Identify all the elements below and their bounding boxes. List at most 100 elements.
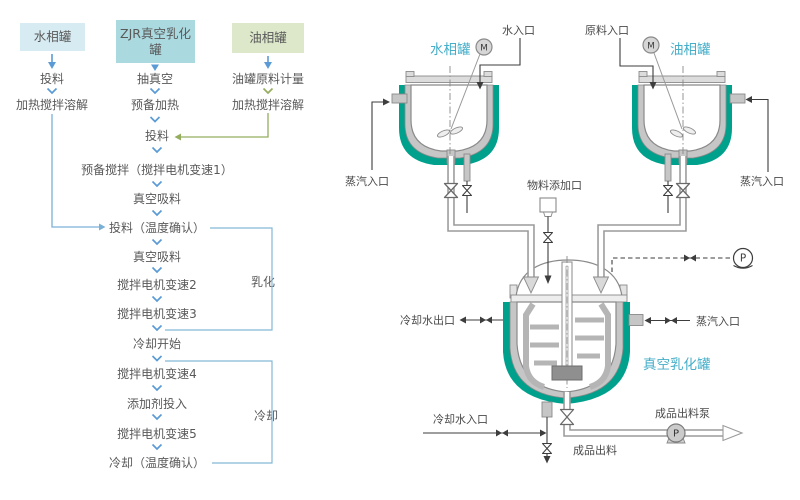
pipe-arrow-icon — [722, 424, 744, 442]
flow-step-main-1: 预备搅拌（搅拌电机变速1） — [81, 163, 233, 177]
down-arrow-icon — [48, 62, 56, 69]
header-box-zjr-emulsifier: ZJR真空乳化罐 — [116, 20, 195, 63]
motor-letter: M — [647, 42, 655, 52]
vacuum-pump-letter: P — [740, 253, 746, 265]
flow-step-main-7: 冷却开始 — [132, 337, 182, 351]
propeller-icon — [670, 126, 696, 138]
header-box-water-tank: 水相罐 — [20, 23, 85, 51]
flow-step-main-0: 投料 — [144, 129, 170, 143]
emulsifier-steam-label: 蒸汽入口 — [696, 314, 740, 328]
flow-step-water-heat-dissolve: 加热搅拌溶解 — [15, 98, 89, 112]
right-arrow-icon — [99, 223, 106, 231]
pipe-arrow-icon — [522, 276, 540, 295]
material-addition-port: 物料添加口 — [527, 178, 582, 284]
pump-letter: P — [673, 429, 679, 440]
flow-step-oil-metering: 油罐原料计量 — [231, 72, 305, 86]
flow-step-water-feed: 投料 — [39, 72, 65, 86]
valve-icon — [559, 408, 575, 426]
motor-icon — [475, 38, 493, 56]
pid-diagram: M 水相罐 水入口 蒸汽入口 M 油相罐 — [345, 23, 784, 464]
valve-icon — [671, 317, 677, 324]
valve-icon — [675, 182, 691, 199]
steam-inlet-label-left: 蒸汽入口 — [345, 174, 389, 188]
pipe-arrow-icon — [592, 276, 610, 295]
flow-step-main-6: 搅拌电机变速3 — [117, 307, 197, 321]
water-tank-label: 水相罐 — [430, 42, 471, 58]
stage-label-emulsify: 乳化 — [251, 275, 276, 289]
valve-icon — [665, 317, 671, 324]
vacuum-pump-base — [733, 265, 753, 269]
water-inlet-label: 水入口 — [502, 24, 535, 37]
hopper-icon — [539, 197, 557, 213]
agitator-shaft — [653, 52, 683, 130]
steam-nozzle — [628, 314, 644, 326]
agitator-shaft — [450, 53, 481, 130]
flow-step-main-4: 真空吸料 — [132, 250, 182, 264]
valve-icon — [496, 429, 502, 437]
flow-step-main-5: 搅拌电机变速2 — [117, 278, 197, 292]
homogenizer-icon — [551, 365, 583, 381]
motor-icon — [642, 36, 660, 54]
cooling-water-in: 冷却水入口 — [423, 413, 552, 464]
emulsifier-label: 真空乳化罐 — [643, 357, 711, 373]
oil-feed-connector — [181, 113, 269, 138]
header-box-oil-tank: 油相罐 — [232, 23, 304, 53]
cooling-in-label: 冷却水入口 — [433, 413, 488, 426]
chevron-down-icon-green — [262, 87, 274, 95]
transfer-pipes — [443, 156, 691, 295]
water-inlet-line — [479, 38, 521, 82]
flow-step-main-9: 添加剂投入 — [126, 397, 188, 411]
product-pump-label: 成品出料泵 — [655, 406, 710, 420]
flow-step-vacuumize: 抽真空 — [136, 72, 174, 86]
valve-icon — [690, 254, 696, 262]
product-discharge: P 成品出料泵 成品出料 — [559, 392, 744, 457]
material-inlet-line — [619, 38, 654, 82]
right-arrow-icon — [540, 429, 547, 437]
pump-icon — [666, 423, 686, 443]
water-tank: M 水相罐 水入口 蒸汽入口 — [345, 24, 535, 188]
left-arrow-icon — [644, 317, 651, 324]
motor-letter: M — [480, 44, 488, 54]
vacuum-line: P — [611, 247, 754, 272]
left-arrow-icon — [459, 316, 466, 324]
flow-step-main-10: 搅拌电机变速5 — [117, 427, 197, 441]
valve-icon — [684, 254, 690, 262]
cooling-stub — [541, 401, 553, 418]
steam-line-right — [752, 98, 769, 172]
water-tank-drain-stub — [463, 153, 471, 182]
water-tank-steam-nozzle — [391, 93, 408, 104]
stage-label-cool: 冷却 — [254, 409, 279, 423]
frame-agitator-icon — [523, 302, 611, 390]
steam-line-left — [371, 101, 383, 170]
down-arrow-icon — [264, 62, 272, 69]
valve-icon — [502, 429, 508, 437]
valve-icon — [486, 316, 492, 324]
flow-step-main-8: 搅拌电机变速4 — [117, 367, 197, 381]
down-arrow-icon — [649, 82, 657, 90]
emulsifier-steam-in: 蒸汽入口 — [644, 314, 740, 328]
hopper-neck — [542, 211, 554, 217]
left-arrow-icon — [745, 96, 752, 103]
oil-tank-steam-nozzle — [729, 93, 746, 104]
down-arrow-icon — [476, 82, 484, 90]
oil-tank-label: 油相罐 — [670, 42, 711, 58]
right-arrow-icon — [383, 98, 390, 106]
valve-icon — [443, 182, 459, 199]
flow-step-main-3: 投料（温度确认） — [108, 221, 206, 235]
drain-valve-icon — [462, 185, 472, 196]
flow-step-main-11: 冷却（温度确认） — [108, 456, 206, 470]
valve-icon — [480, 316, 486, 324]
product-out-label: 成品出料 — [573, 443, 617, 457]
material-port-label: 物料添加口 — [527, 178, 582, 192]
flowchart-panel: 水相罐 ZJR真空乳化罐 油相罐 投料 加热搅拌溶解 抽真空 预备加热 油罐原料… — [0, 0, 330, 500]
oil-tank-drain-stub — [664, 153, 672, 182]
flow-step-oil-heat-dissolve: 加热搅拌溶解 — [231, 98, 305, 112]
vacuum-pump-icon — [732, 247, 754, 269]
down-arrow-icon — [543, 456, 551, 464]
propeller-icon — [437, 126, 463, 138]
flow-step-main-2: 真空吸料 — [132, 192, 182, 206]
steam-inlet-label-right: 蒸汽入口 — [740, 174, 784, 188]
cooling-water-out: 冷却水出口 — [400, 313, 503, 327]
material-inlet-label: 原料入口 — [585, 23, 629, 37]
